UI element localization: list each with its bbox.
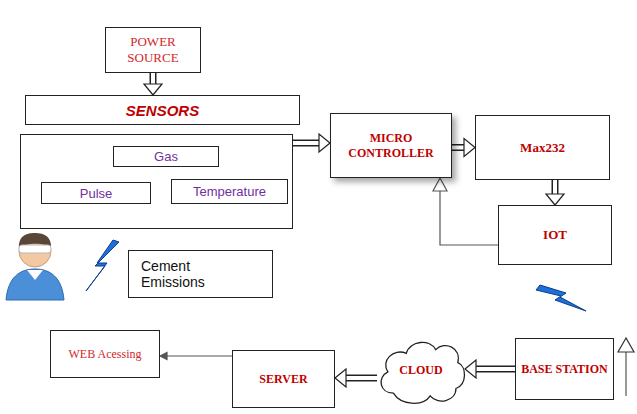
connector-outline: [552, 180, 559, 194]
emission-lightning: [86, 240, 119, 291]
arrowhead: [144, 84, 162, 95]
microcontroller-box: MICRO CONTROLLER: [330, 113, 452, 178]
connector-outline: [150, 73, 157, 84]
web-access-box: WEB Acessing: [50, 330, 160, 378]
connector-outline: [476, 366, 515, 373]
arrowhead: [465, 360, 476, 378]
connector-inner: [553, 180, 557, 194]
connector-outline: [293, 140, 319, 147]
wireless-lightning: [536, 285, 586, 311]
cement-emissions-box: Cement Emissions: [128, 250, 273, 298]
arrowhead: [335, 369, 346, 387]
node-label: POWER SOURCE: [106, 34, 200, 66]
arrowhead: [464, 139, 475, 157]
node-label: SERVER: [259, 372, 307, 387]
arrowhead: [319, 134, 330, 152]
connector-arrow: [546, 180, 564, 205]
pulse-sensor-box: Pulse: [41, 182, 151, 204]
node-label: Max232: [520, 140, 565, 156]
node-label: BASE STATION: [521, 362, 608, 377]
node-label: CLOUD: [399, 363, 442, 378]
temperature-sensor-box: Temperature: [171, 179, 288, 204]
arrowhead: [160, 353, 167, 360]
arrowhead: [546, 194, 564, 205]
node-label: SENSORS: [126, 102, 199, 119]
connector-arrow: [335, 369, 377, 387]
node-label: Gas: [154, 149, 178, 164]
connector-arrow: [433, 178, 498, 245]
connector-arrow: [144, 73, 162, 95]
connector-line: [440, 191, 498, 245]
node-label: Temperature: [193, 184, 266, 199]
node-label: IOT: [543, 227, 567, 243]
uplink-line: [625, 352, 626, 396]
cloud-path: [381, 342, 464, 403]
iot-box: IOT: [498, 205, 612, 265]
worker-shirt: [6, 269, 64, 300]
node-label: MICRO CONTROLLER: [331, 131, 451, 161]
arrowhead: [433, 178, 447, 191]
connector-inner: [293, 141, 319, 145]
node-label: WEB Acessing: [69, 347, 142, 362]
connector-outline: [346, 375, 377, 382]
connector-inner: [151, 73, 155, 84]
worker-figure: [6, 233, 64, 300]
worker-collar: [27, 270, 43, 280]
connector-inner: [346, 376, 377, 380]
cloud-shape: CLOUD: [375, 333, 467, 407]
connector-arrow: [465, 360, 515, 378]
connector-inner: [452, 146, 464, 150]
worker-mask: [19, 245, 51, 253]
sensors-band: SENSORS: [25, 95, 300, 125]
connector-inner: [476, 367, 515, 371]
server-box: SERVER: [232, 350, 335, 408]
node-label: Pulse: [80, 186, 113, 201]
gas-sensor-box: Gas: [113, 146, 219, 167]
sensor-group-box: GasPulse Temperature: [20, 134, 293, 229]
base-station-box: BASE STATION: [515, 338, 614, 400]
power-source-box: POWER SOURCE: [105, 27, 201, 73]
connector-arrow: [293, 134, 330, 152]
connector-line: [167, 355, 232, 356]
connector-outline: [452, 144, 464, 151]
node-label: Cement Emissions: [141, 258, 223, 290]
max232-box: Max232: [475, 115, 610, 180]
connector-arrow: [452, 139, 475, 157]
connector-arrow: [160, 353, 232, 360]
uplink-arrowhead: [618, 338, 634, 352]
